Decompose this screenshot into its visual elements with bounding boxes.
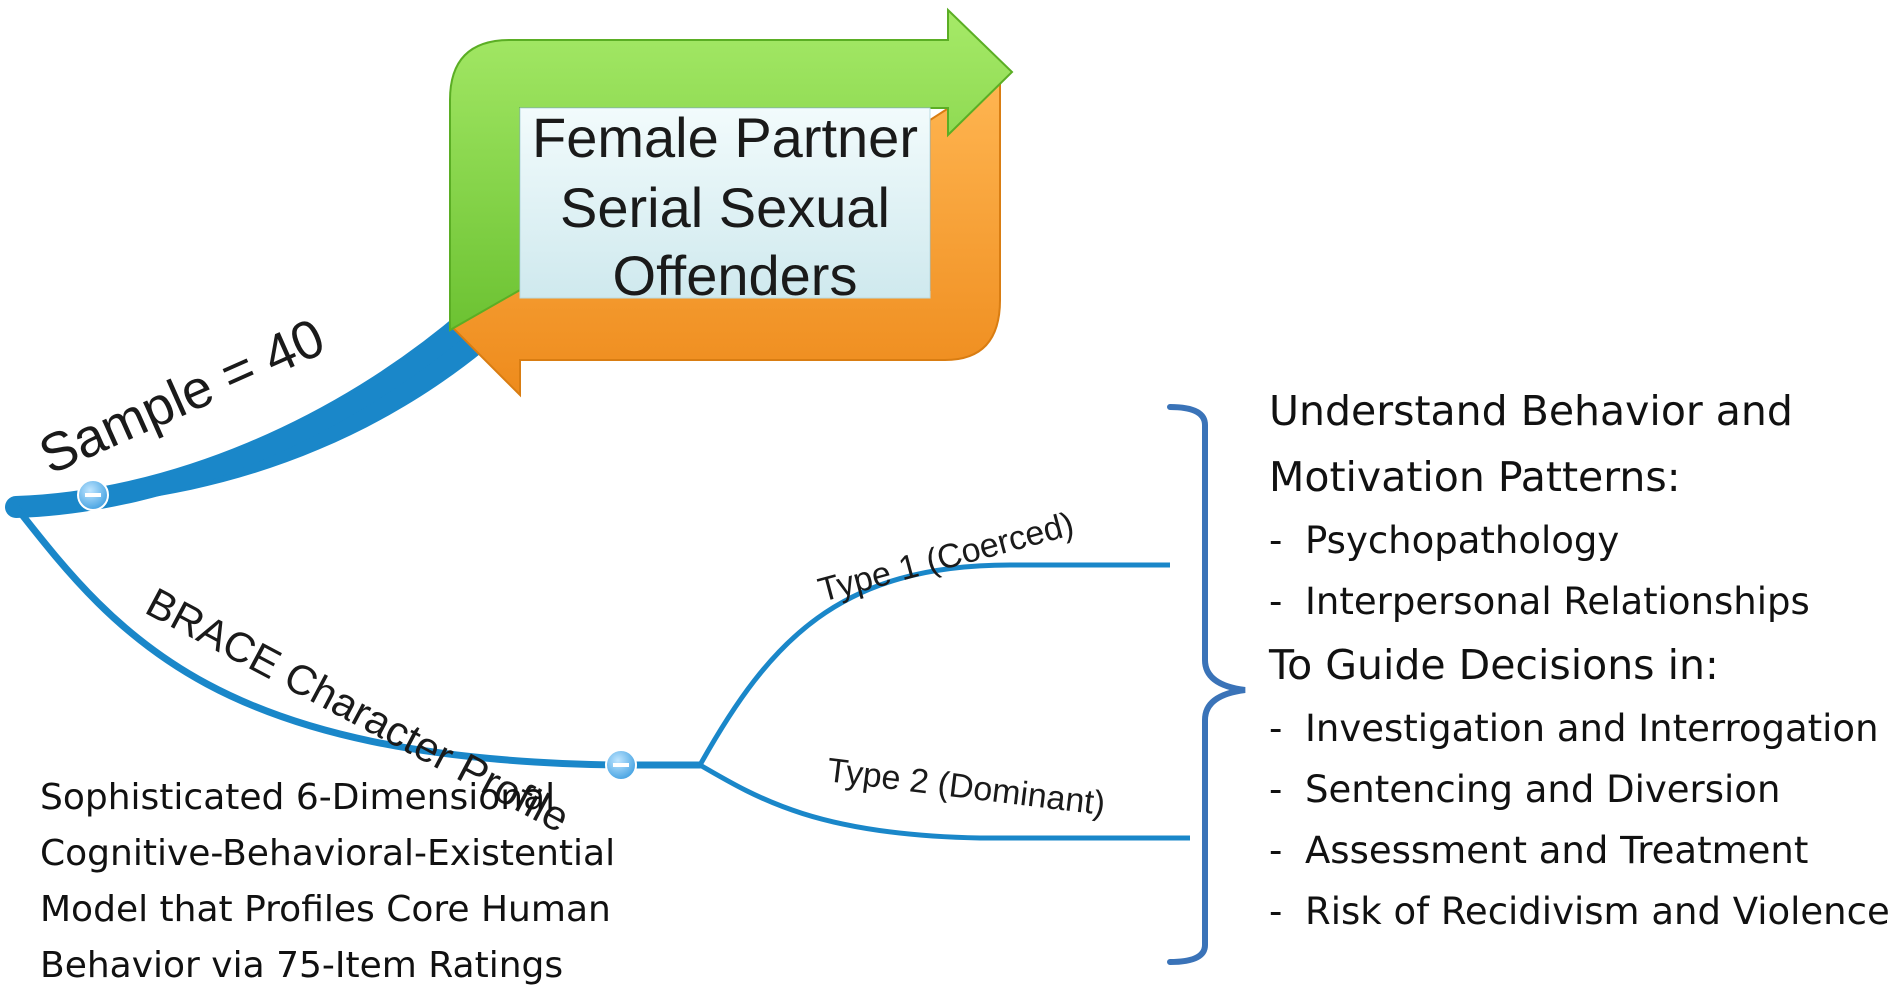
central-node-box (519, 107, 931, 299)
brace-description: Sophisticated 6-Dimensional Cognitive-Be… (40, 770, 690, 994)
brace-branch (12, 503, 704, 769)
central-node (448, 7, 1014, 398)
list-item: -Investigation and Interrogation (1269, 707, 1879, 750)
central-node-line-3: Offenders (613, 244, 858, 307)
sample-branch (16, 318, 485, 508)
list-item: -Psychopathology (1269, 519, 1620, 562)
description-line-3: Model that Profiles Core Human (40, 889, 611, 930)
description-line-4: Behavior via 75-Item Ratings (40, 945, 564, 986)
purpose-heading-1-line-1: Understand Behavior and (1269, 387, 1793, 435)
central-node-line-2: Serial Sexual (560, 176, 890, 239)
list-item: -Assessment and Treatment (1269, 829, 1809, 872)
list-item: -Sentencing and Diversion (1269, 768, 1781, 811)
purpose-list-1: -Psychopathology -Interpersonal Relation… (1269, 510, 1889, 632)
green-arrow-shape (449, 7, 1014, 332)
list-item: -Risk of Recidivism and Violence (1269, 890, 1889, 933)
description-line-1: Sophisticated 6-Dimensional (40, 777, 556, 818)
list-item: -Interpersonal Relationships (1269, 580, 1810, 623)
type2-label: Type 2 (Dominant) (825, 751, 1107, 823)
type1-branch (697, 562, 1170, 767)
central-node-line-1: Female Partner (532, 106, 918, 169)
curly-bracket (1167, 404, 1246, 965)
sample-collapse-marker[interactable] (77, 479, 109, 511)
purpose-panel: Understand Behavior and Motivation Patte… (1269, 378, 1889, 942)
purpose-heading-2: To Guide Decisions in: (1269, 641, 1719, 689)
type1-label: Type 1 (Coerced) (814, 505, 1078, 610)
brace-collapse-marker[interactable] (605, 749, 637, 781)
description-line-2: Cognitive-Behavioral-Existential (40, 833, 616, 874)
purpose-list-2: -Investigation and Interrogation -Senten… (1269, 698, 1889, 942)
purpose-heading-1-line-2: Motivation Patterns: (1269, 453, 1681, 501)
type2-branch (698, 762, 1190, 841)
